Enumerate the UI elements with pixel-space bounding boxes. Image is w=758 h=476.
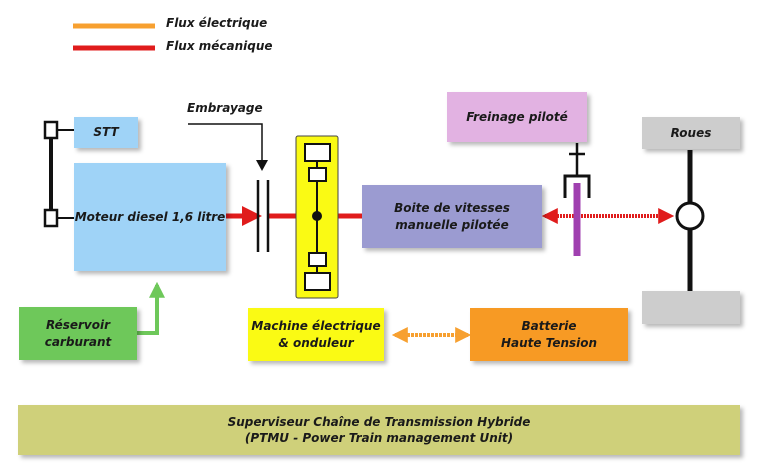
stt-label: STT	[93, 125, 119, 140]
supervisor-label-2: (PTMU - Power Train management Unit)	[244, 431, 514, 445]
supervisor-block: Superviseur Chaîne de Transmission Hybri…	[18, 405, 740, 455]
brake-disc-symbol	[563, 143, 591, 256]
battery-block: Batterie Haute Tension	[470, 308, 628, 361]
fuel-tank-block: Réservoir carburant	[19, 307, 137, 360]
electric-machine-rotor	[295, 135, 339, 299]
wheels-top-block: Roues	[642, 117, 740, 149]
fuel-flow-arrow	[137, 281, 165, 335]
engine-block: Moteur diesel 1,6 litre	[74, 163, 226, 271]
braking-block: Freinage piloté	[447, 92, 587, 142]
gearbox-label-2: manuelle pilotée	[395, 217, 509, 232]
electric-machine-block: Machine électrique & onduleur	[248, 308, 384, 361]
wheel-axle-symbol	[675, 150, 705, 292]
braking-label: Freinage piloté	[466, 109, 568, 124]
clutch-symbol	[188, 123, 270, 252]
legend-mechanical-label: Flux mécanique	[166, 39, 273, 53]
engine-label: Moteur diesel 1,6 litre	[74, 209, 226, 224]
wheels-bottom-block	[642, 291, 740, 324]
machine-label-1: Machine électrique	[251, 319, 381, 334]
gearbox-label-1: Boite de vitesses	[394, 201, 510, 216]
supervisor-label-1: Superviseur Chaîne de Transmission Hybri…	[227, 414, 531, 429]
legend-electric-label: Flux électrique	[166, 16, 268, 30]
machine-label-2: & onduleur	[278, 335, 354, 350]
fuel-tank-label-2: carburant	[44, 334, 112, 349]
stt-shaft-symbol	[43, 120, 74, 228]
fuel-tank-label-1: Réservoir	[45, 318, 111, 333]
gearbox-block: Boite de vitesses manuelle pilotée	[362, 185, 542, 248]
stt-block: STT	[74, 117, 138, 148]
clutch-label: Embrayage	[187, 101, 263, 115]
battery-label-1: Batterie	[521, 319, 577, 334]
battery-label-2: Haute Tension	[500, 335, 598, 350]
wheels-label: Roues	[670, 125, 712, 140]
